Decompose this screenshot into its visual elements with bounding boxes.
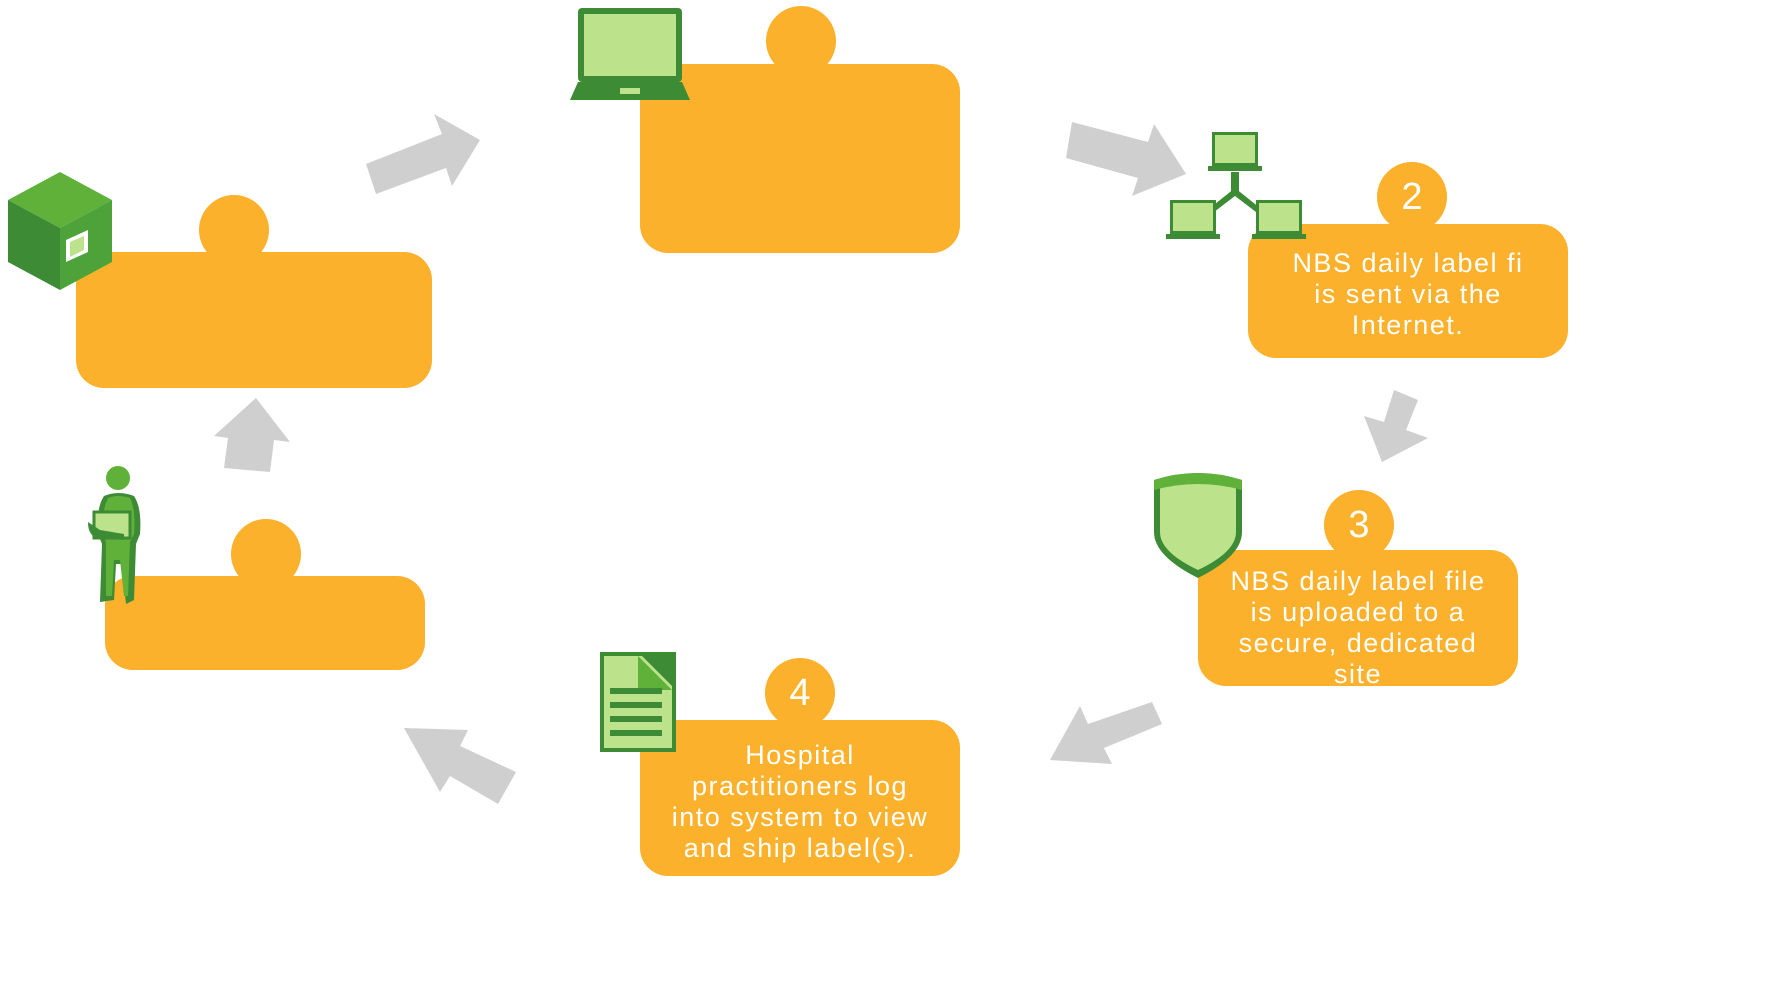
step-box-top	[640, 64, 960, 253]
laptop-icon	[570, 8, 690, 100]
step-2-text: NBS daily label fi is sent via the Inter…	[1292, 248, 1524, 340]
step-box-2: NBS daily label fi is sent via the Inter…	[1248, 224, 1568, 358]
step-box-4: Hospital practitioners log into system t…	[640, 720, 960, 876]
package-box-icon	[8, 172, 112, 290]
flow-arrow-bottom-left-to-left	[214, 398, 290, 472]
shield-icon	[1154, 473, 1242, 578]
document-icon	[600, 652, 676, 752]
step-4-text: Hospital practitioners log into system t…	[671, 740, 929, 863]
flow-arrow-top-to-step2	[1066, 122, 1186, 196]
flow-arrow-step3-to-step4	[1050, 702, 1162, 764]
step-box-bottom-left	[105, 576, 425, 670]
flow-arrow-step4-to-bottom-left	[404, 728, 516, 804]
flow-arrow-step2-to-step3	[1364, 390, 1428, 462]
step-2-number-badge: 2	[1377, 162, 1447, 232]
person-carrying-box-icon	[88, 466, 141, 604]
step-4-number-badge: 4	[765, 658, 835, 728]
network-icon	[1166, 132, 1306, 239]
step-3-number-badge: 3	[1324, 490, 1394, 560]
step-box-left	[76, 252, 432, 388]
step-box-3: NBS daily label file is uploaded to a se…	[1198, 550, 1518, 689]
flow-arrow-left-to-top	[366, 114, 480, 194]
step-3-text: NBS daily label file is uploaded to a se…	[1230, 566, 1486, 689]
